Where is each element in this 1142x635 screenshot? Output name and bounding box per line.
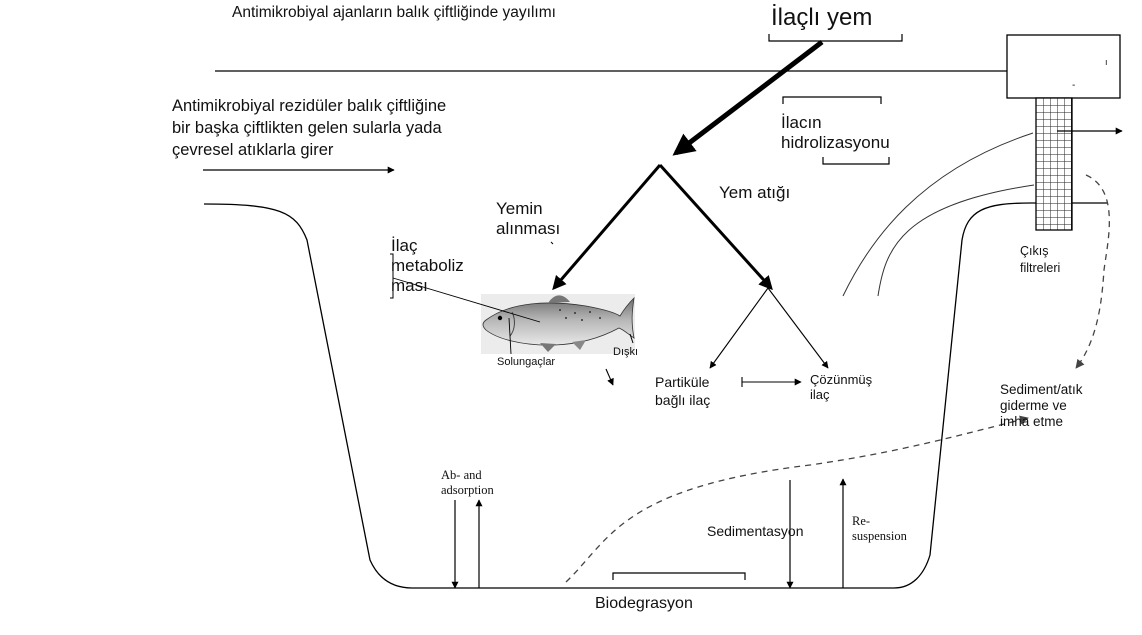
tank-box	[1007, 35, 1120, 98]
fish-picture	[481, 294, 635, 354]
tank-mark-2: -	[1072, 80, 1075, 92]
curve-to-filter-1	[843, 133, 1033, 296]
hydrolysis-top-bracket	[783, 97, 881, 104]
feed-intake-tick	[551, 242, 553, 244]
outlet-filters-label: Çıkış filtreleri	[1020, 243, 1060, 277]
drug-metabolism-label: İlaç metaboliz ması	[391, 236, 464, 296]
medicated-feed-bracket	[769, 34, 902, 41]
dissolved-label: Çözünmüş ilaç	[810, 372, 872, 402]
tank-mark-1: ı	[1105, 57, 1108, 67]
filter-to-removal-dashed	[1076, 175, 1109, 368]
sediment-removal-label: Sediment/atık giderme ve imha etme	[1000, 382, 1083, 430]
sedimentation-label: Sedimentasyon	[707, 523, 804, 539]
feed-waste-label: Yem atığı	[719, 183, 790, 203]
bottom-to-removal-dashed	[566, 418, 1028, 582]
hydrolysis-bottom-bracket	[823, 157, 889, 164]
curve-to-filter-2	[878, 185, 1034, 296]
diagram-title: Antimikrobiyal ajanların balık çiftliğin…	[232, 4, 556, 22]
feces-arrow	[606, 369, 613, 385]
gills-label: Solungaçlar	[497, 356, 555, 369]
outlet-filter-mesh	[1036, 98, 1072, 230]
ab-adsorption-label: Ab- and adsorption	[441, 468, 494, 498]
to-dissolved-arrow	[768, 288, 828, 368]
inflow-label: Antimikrobiyal rezidüler balık çiftliğin…	[172, 95, 446, 161]
feces-label: Dışkı	[613, 346, 638, 359]
feed-intake-arrow	[554, 165, 660, 288]
hydrolysis-label: İlacın hidrolizasyonu	[781, 113, 890, 153]
feed-intake-label: Yemin alınması	[496, 199, 560, 239]
biodegradation-label: Biodegrasyon	[595, 595, 693, 613]
medicated-feed-label: İlaçlı yem	[771, 4, 872, 32]
resuspension-label: Re- suspension	[852, 514, 907, 544]
biodegradation-bracket	[613, 573, 745, 580]
to-particle-bound-arrow	[710, 288, 768, 368]
particle-bound-label: Partiküle bağlı ilaç	[655, 373, 710, 409]
